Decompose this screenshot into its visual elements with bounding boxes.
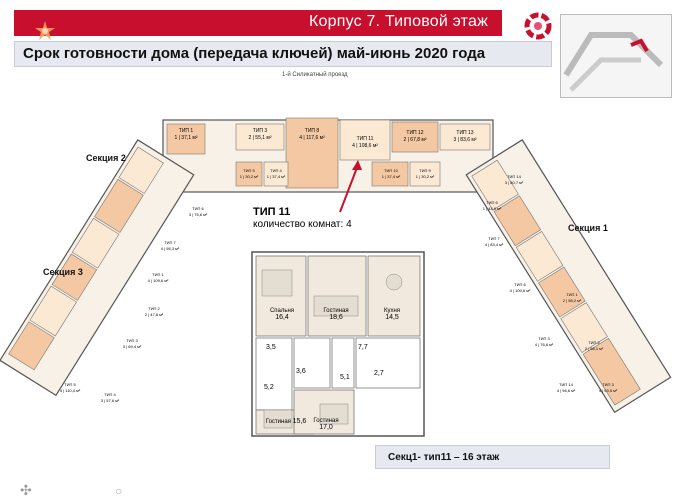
section-2-label: Секция 2 (86, 153, 126, 163)
corner-mark-icon: ○ (115, 484, 123, 498)
pointer-arrow (339, 164, 359, 213)
title-bar: Корпус 7. Типовой этаж (14, 10, 502, 40)
apartment-type-title: ТИП 11 (253, 206, 291, 218)
left-wing (0, 139, 195, 397)
page-title: Корпус 7. Типовой этаж (309, 13, 488, 30)
decorative-icon: ✣ (20, 482, 32, 498)
completion-date-text: Срок готовности дома (передача ключей) м… (23, 45, 486, 62)
subtitle-bar: Срок готовности дома (передача ключей) м… (14, 41, 552, 67)
section-3-label: Секция 3 (43, 267, 83, 277)
apartment-rooms-count: количество комнат: 4 (253, 219, 352, 230)
section-1-label: Секция 1 (568, 223, 608, 233)
top-wing (162, 117, 494, 193)
right-wing (465, 139, 672, 414)
brand-star-icon (35, 21, 55, 40)
site-minimap (560, 14, 672, 98)
apartment-plan (251, 251, 425, 437)
road-label: 1-й Силикатный проезд (282, 72, 348, 78)
brand-logo-icon (524, 12, 552, 40)
footer-note-box: Секц1- тип11 – 16 этаж (375, 445, 610, 469)
footer-note-text: Секц1- тип11 – 16 этаж (388, 452, 500, 463)
